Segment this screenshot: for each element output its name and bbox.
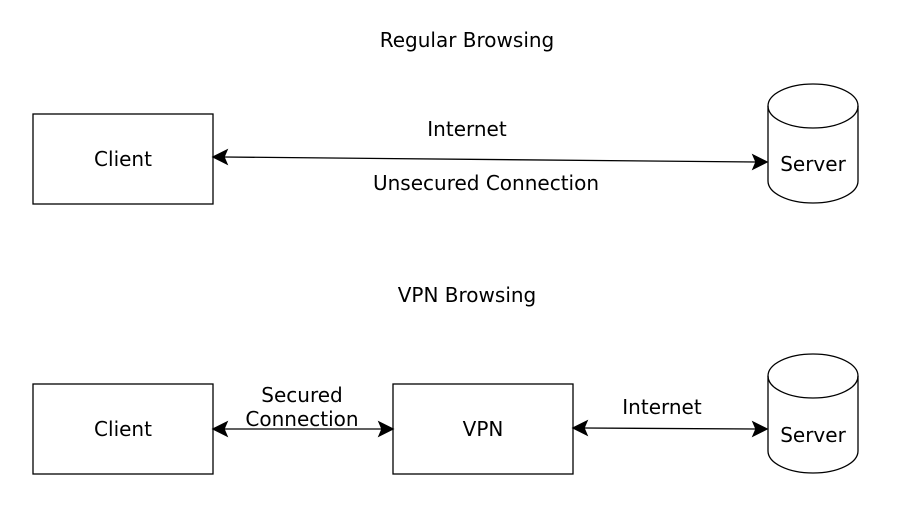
secured-connection-label-line2: Connection	[245, 407, 358, 431]
regular-unsecured-label: Unsecured Connection	[373, 171, 599, 195]
secured-arrowhead-left-icon	[211, 420, 229, 438]
vpn-server-label: Server	[780, 423, 846, 447]
regular-browsing-section: Regular Browsing Client Server Internet …	[32, 28, 859, 205]
regular-connection-edge[interactable]	[211, 148, 769, 171]
vpn-internet-label: Internet	[622, 395, 702, 419]
vpn-internet-arrowhead-left-icon	[571, 419, 589, 437]
regular-client-node[interactable]: Client	[32, 113, 214, 205]
regular-server-label: Server	[780, 152, 846, 176]
regular-server-cylinder-icon	[767, 83, 859, 204]
secured-connection-label-line1: Secured	[261, 383, 342, 407]
vpn-internet-edge[interactable]	[571, 419, 769, 438]
vpn-server-cylinder-icon	[767, 353, 859, 474]
regular-internet-label: Internet	[427, 117, 507, 141]
vpn-client-label: Client	[94, 417, 152, 441]
vpn-node-label: VPN	[463, 417, 504, 441]
regular-browsing-title: Regular Browsing	[380, 28, 555, 52]
vpn-internet-arrowhead-right-icon	[751, 420, 769, 438]
vpn-client-node[interactable]: Client	[32, 383, 214, 475]
regular-arrowhead-right-icon	[751, 153, 769, 171]
secured-arrowhead-right-icon	[377, 420, 395, 438]
vpn-browsing-section: VPN Browsing Client VPN Server Secured C…	[32, 283, 859, 475]
regular-server-node[interactable]: Server	[767, 83, 859, 204]
vpn-server-node[interactable]: Server	[767, 353, 859, 474]
regular-client-label: Client	[94, 147, 152, 171]
vpn-node[interactable]: VPN	[392, 383, 574, 475]
secured-connection-edge[interactable]	[211, 420, 395, 438]
vpn-browsing-title: VPN Browsing	[398, 283, 537, 307]
regular-arrowhead-left-icon	[211, 148, 229, 166]
